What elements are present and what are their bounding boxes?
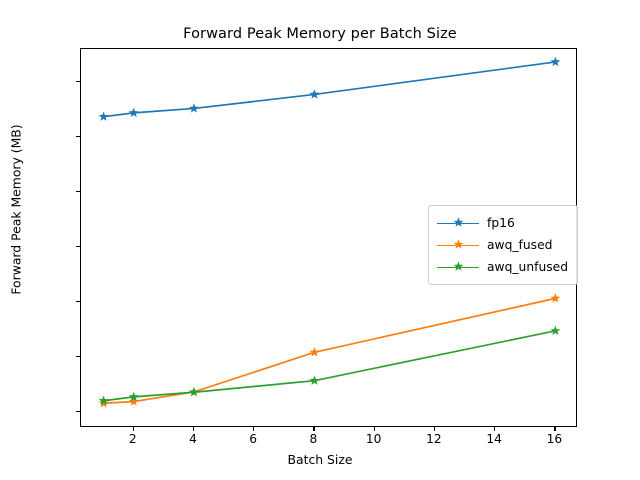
x-tick-label: 14 (486, 432, 502, 446)
x-tick-label: 6 (249, 432, 258, 446)
y-tick-mark (76, 136, 80, 138)
series-awq_fused (98, 293, 561, 408)
legend-swatch-icon (437, 238, 479, 252)
y-axis-label: Forward Peak Memory (MB) (8, 124, 24, 295)
data-point-marker (550, 325, 561, 336)
data-point-marker (128, 396, 139, 406)
series-line (103, 330, 556, 402)
x-tick-mark (554, 427, 556, 431)
y-tick-mark (76, 81, 80, 83)
legend-star-icon (453, 239, 464, 249)
series-line (103, 297, 556, 405)
series-fp16 (98, 56, 561, 121)
data-point-marker (309, 347, 320, 357)
series-plot (98, 56, 561, 408)
x-tick-mark (192, 427, 195, 431)
x-tick-mark (132, 427, 134, 431)
data-point-marker (98, 395, 109, 405)
x-tick-label: 12 (426, 432, 442, 446)
x-tick-label: 10 (365, 432, 382, 446)
legend-label: awq_fused (487, 238, 553, 252)
data-point-marker (309, 375, 320, 385)
y-tick-mark (76, 246, 80, 248)
chart-title: Forward Peak Memory per Batch Size (183, 26, 457, 42)
y-tick-mark (76, 191, 80, 193)
legend-swatch-icon (437, 260, 479, 274)
legend-swatch-icon (437, 216, 479, 230)
data-point-marker (189, 387, 199, 397)
x-tick-label: 16 (546, 432, 563, 446)
data-point-marker (309, 89, 320, 99)
data-point-marker (128, 391, 139, 402)
legend-star-icon (453, 261, 464, 271)
series-awq_unfused (98, 325, 561, 405)
data-point-marker (98, 111, 109, 121)
x-tick-mark (253, 427, 255, 431)
x-tick-mark (494, 427, 496, 431)
x-tick-mark (433, 427, 436, 431)
y-tick-mark (76, 411, 80, 413)
x-tick-label: 2 (128, 432, 137, 446)
data-point-marker (128, 107, 139, 118)
legend[interactable]: fp16 awq_fused awq_unfused (428, 205, 579, 285)
y-tick-mark (76, 356, 80, 358)
data-point-marker (189, 103, 199, 113)
series-line (103, 61, 556, 118)
legend-label: fp16 (487, 216, 515, 230)
x-tick-mark (373, 427, 375, 431)
y-tick-mark (76, 301, 80, 303)
legend-item-fp16[interactable]: fp16 (437, 212, 568, 234)
x-axis-label: Batch Size (287, 452, 353, 467)
x-tick-label: 8 (309, 432, 318, 446)
x-tick-label: 4 (189, 432, 197, 446)
data-point-marker (550, 56, 561, 67)
legend-star-icon (453, 217, 464, 227)
x-tick-mark (313, 427, 315, 431)
legend-item-awq_unfused[interactable]: awq_unfused (437, 256, 568, 278)
legend-label: awq_unfused (487, 260, 569, 274)
legend-item-awq_fused[interactable]: awq_fused (437, 234, 568, 256)
data-point-marker (550, 293, 561, 303)
